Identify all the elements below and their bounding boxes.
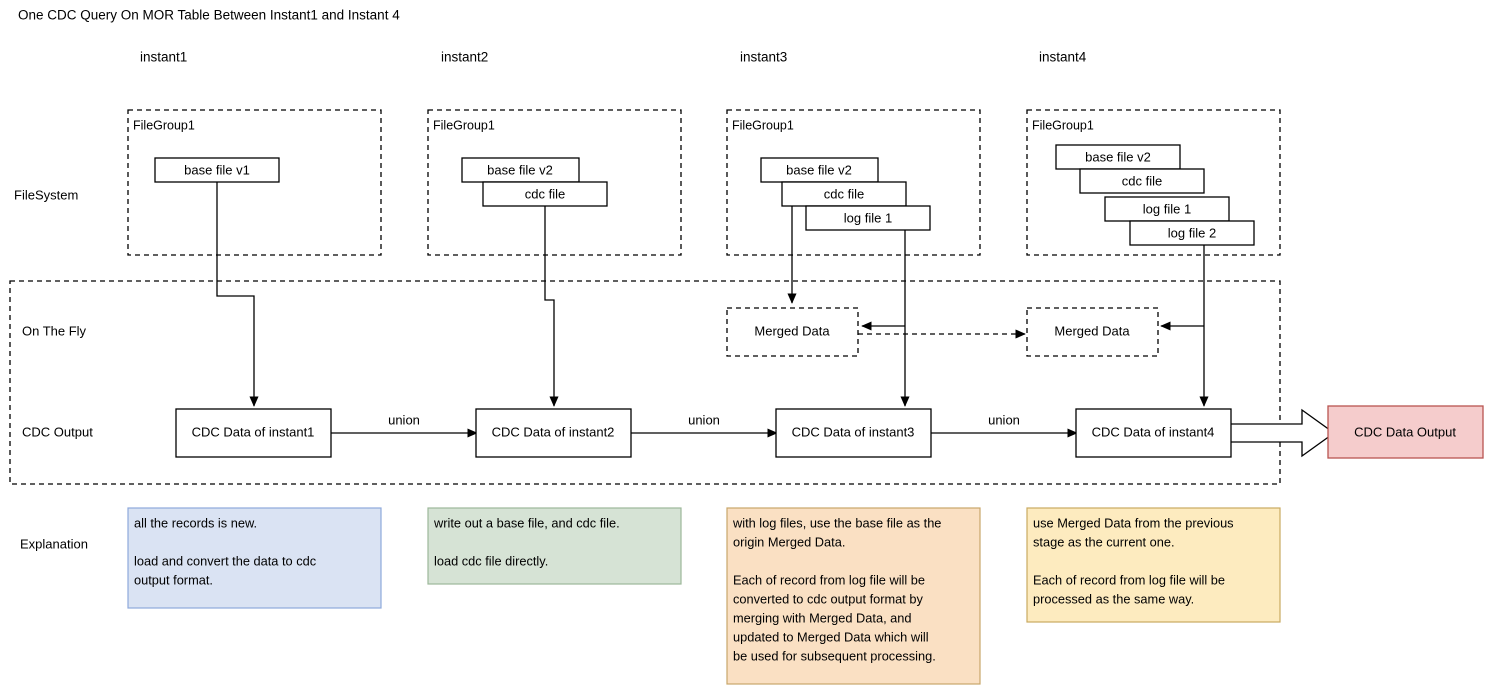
row-label-filesystem: FileSystem bbox=[14, 187, 78, 202]
filegroup-label-4: FileGroup1 bbox=[1032, 118, 1094, 132]
column-header-instant2: instant2 bbox=[441, 50, 488, 65]
edge-label-union-2: union bbox=[688, 412, 720, 427]
connector-instant1-to-cdc1 bbox=[216, 182, 259, 407]
explanation-box-1 bbox=[127, 507, 382, 609]
file-box-g4-cdc-file bbox=[1079, 168, 1205, 194]
explanation-box-2 bbox=[427, 507, 682, 585]
file-box-base-file-v1 bbox=[154, 157, 280, 183]
cdc-data-output-label: CDC Data Output bbox=[1354, 424, 1456, 439]
explanation-line: merging with Merged Data, and bbox=[733, 610, 912, 625]
explanation-text-3: with log files, use the base file as the… bbox=[732, 515, 941, 663]
explanation-line: processed as the same way. bbox=[1033, 591, 1194, 606]
cdc-node-instant3 bbox=[775, 408, 932, 458]
file-box-g3-cdc-file bbox=[781, 181, 907, 207]
file-box-g3-log-file-1 bbox=[805, 205, 931, 231]
filegroup-region-3 bbox=[726, 109, 981, 256]
explanation-line: origin Merged Data. bbox=[733, 534, 845, 549]
explanation-line: with log files, use the base file as the bbox=[732, 515, 941, 530]
cdc-label-instant1: CDC Data of instant1 bbox=[192, 424, 315, 439]
explanation-text-4: use Merged Data from the previous stage a… bbox=[1033, 515, 1234, 606]
explanation-line: use Merged Data from the previous bbox=[1033, 515, 1234, 530]
file-box-g4-log-file-2 bbox=[1129, 220, 1255, 246]
cdc-label-instant2: CDC Data of instant2 bbox=[492, 424, 615, 439]
file-box-g2-cdc-file bbox=[482, 181, 608, 207]
explanation-line: write out a base file, and cdc file. bbox=[433, 515, 620, 530]
row-label-cdc-output: CDC Output bbox=[22, 424, 93, 439]
explanation-text-1: all the records is new. load and convert … bbox=[134, 515, 317, 587]
file-label-g2-base-file-v2: base file v2 bbox=[487, 162, 553, 177]
explanation-box-4 bbox=[1026, 507, 1281, 623]
merged-data-node-2 bbox=[1026, 307, 1159, 357]
cdc-data-output-node bbox=[1327, 405, 1484, 459]
merged-data-node-1 bbox=[726, 307, 859, 357]
cdc-label-instant4: CDC Data of instant4 bbox=[1092, 424, 1215, 439]
file-label-g3-log-file-1: log file 1 bbox=[844, 210, 892, 225]
filegroup-region-1 bbox=[127, 109, 382, 256]
explanation-line: converted to cdc output format by bbox=[733, 591, 924, 606]
cdc-node-instant2 bbox=[475, 408, 632, 458]
file-label-g3-cdc-file: cdc file bbox=[824, 186, 864, 201]
file-label-g3-base-file-v2: base file v2 bbox=[786, 162, 852, 177]
filegroup-label-2: FileGroup1 bbox=[433, 118, 495, 132]
file-label-g4-log-file-1: log file 1 bbox=[1143, 201, 1191, 216]
explanation-line: load and convert the data to cdc bbox=[134, 553, 317, 568]
explanation-line: output format. bbox=[134, 572, 213, 587]
processing-region bbox=[9, 280, 1281, 485]
file-label-g4-cdc-file: cdc file bbox=[1122, 173, 1162, 188]
filegroup-label-3: FileGroup1 bbox=[732, 118, 794, 132]
filegroup-region-4 bbox=[1026, 109, 1281, 256]
cdc-node-instant1 bbox=[175, 408, 332, 458]
filegroup-label-1: FileGroup1 bbox=[133, 118, 195, 132]
file-label-base-file-v1: base file v1 bbox=[184, 162, 250, 177]
page-title: One CDC Query On MOR Table Between Insta… bbox=[18, 8, 400, 23]
file-label-g4-base-file-v2: base file v2 bbox=[1085, 149, 1151, 164]
edge-label-union-3: union bbox=[988, 412, 1020, 427]
file-label-g4-log-file-2: log file 2 bbox=[1168, 225, 1216, 240]
cdc-node-instant4 bbox=[1075, 408, 1232, 458]
file-label-g2-cdc-file: cdc file bbox=[525, 186, 565, 201]
merged-data-label-1: Merged Data bbox=[754, 323, 830, 338]
explanation-box-3 bbox=[726, 507, 981, 685]
cdc-label-instant3: CDC Data of instant3 bbox=[792, 424, 915, 439]
file-box-g3-base-file-v2 bbox=[760, 157, 879, 183]
filegroup-region-2 bbox=[427, 109, 682, 256]
explanation-line: updated to Merged Data which will bbox=[733, 629, 929, 644]
connector-instant2-to-cdc2 bbox=[544, 206, 559, 407]
explanation-line: Each of record from log file will be bbox=[733, 572, 925, 587]
explanation-line: all the records is new. bbox=[134, 515, 257, 530]
explanation-text-2: write out a base file, and cdc file. load… bbox=[433, 515, 620, 568]
block-arrow-to-output bbox=[1229, 408, 1336, 458]
explanation-line: be used for subsequent processing. bbox=[733, 648, 936, 663]
explanation-line: load cdc file directly. bbox=[434, 553, 548, 568]
row-label-on-the-fly: On The Fly bbox=[22, 323, 87, 338]
edge-label-union-1: union bbox=[388, 412, 420, 427]
explanation-line: Each of record from log file will be bbox=[1033, 572, 1225, 587]
merged-data-label-2: Merged Data bbox=[1054, 323, 1130, 338]
column-header-instant4: instant4 bbox=[1039, 50, 1087, 65]
file-box-g4-log-file-1 bbox=[1104, 196, 1230, 222]
column-header-instant3: instant3 bbox=[740, 50, 787, 65]
explanation-line: stage as the current one. bbox=[1033, 534, 1175, 549]
row-label-explanation: Explanation bbox=[20, 536, 88, 551]
column-header-instant1: instant1 bbox=[140, 50, 187, 65]
